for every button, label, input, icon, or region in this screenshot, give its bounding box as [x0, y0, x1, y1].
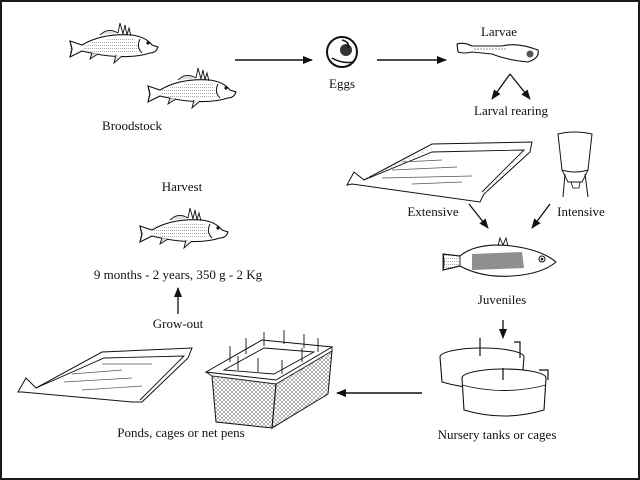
- label-eggs: Eggs: [329, 76, 355, 91]
- larva-icon: [456, 42, 539, 63]
- label-extensive: Extensive: [407, 204, 459, 219]
- broodstock-fish-icon: [69, 22, 237, 109]
- label-growout: Grow-out: [152, 316, 204, 331]
- egg-icon: [326, 36, 358, 68]
- arrow-extensive-to-juveniles: [468, 203, 489, 229]
- juvenile-fish-icon: [442, 236, 557, 277]
- growout-pond-icon: [17, 347, 193, 403]
- arrow-larvae-to-extensive: [491, 73, 511, 100]
- arrow-intensive-to-juveniles: [531, 203, 551, 229]
- net-pen-cage-icon: [204, 330, 334, 429]
- label-harvest: Harvest: [161, 179, 203, 194]
- label-intensive: Intensive: [557, 204, 605, 219]
- intensive-tank-icon: [557, 131, 593, 198]
- extensive-pond-icon: [346, 141, 533, 203]
- label-harvest-detail: 9 months - 2 years, 350 g - 2 Kg: [93, 267, 263, 282]
- label-juveniles: Juveniles: [477, 292, 527, 307]
- harvest-fish-icon: [139, 207, 229, 249]
- label-broodstock: Broodstock: [102, 118, 162, 133]
- nursery-tanks-icon: [439, 338, 549, 417]
- arrow-larvae-to-intensive: [509, 73, 531, 100]
- label-larval-rearing: Larval rearing: [474, 103, 548, 118]
- label-growout-systems: Ponds, cages or net pens: [117, 425, 245, 440]
- label-nursery-tanks: Nursery tanks or cages: [437, 427, 557, 442]
- label-larvae: Larvae: [480, 24, 518, 39]
